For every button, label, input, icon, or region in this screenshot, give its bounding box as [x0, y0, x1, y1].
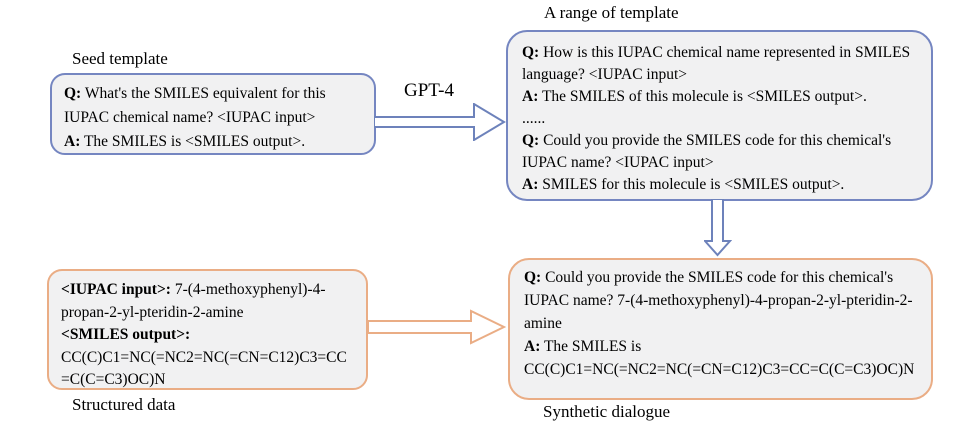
structured-smiles-key: <SMILES output>:	[61, 326, 191, 343]
range-question-2-prefix: Q:	[522, 132, 540, 149]
synthetic-answer-smiles: CC(C)C1=NC(=NC2=NC(=CN=C12)C3=CC=C(C=C3)…	[524, 361, 915, 378]
ellipsis-dots: ......	[522, 110, 546, 127]
synthetic-question-text: Could you provide the SMILES code for th…	[524, 269, 913, 332]
structured-iupac-entry: <IUPAC input>: 7-(4-methoxyphenyl)-4-pro…	[61, 279, 354, 324]
synthetic-question: Q: Could you provide the SMILES code for…	[524, 266, 917, 335]
seed-answer-text: The SMILES is <SMILES output>.	[80, 133, 306, 150]
structured-smiles-entry: <SMILES output>: CC(C)C1=NC(=NC2=NC(=CN=…	[61, 324, 354, 392]
range-question-2: Q: Could you provide the SMILES code for…	[522, 130, 917, 174]
synthetic-answer-text: The SMILES is	[540, 338, 642, 355]
range-question-1-text: How is this IUPAC chemical name represen…	[522, 44, 911, 83]
seed-template-box: Q: What's the SMILES equivalent for this…	[50, 73, 376, 155]
range-answer-2-prefix: A:	[522, 176, 539, 193]
arrow-right-icon	[374, 103, 506, 141]
range-question-1-prefix: Q:	[522, 44, 540, 61]
seed-template-label: Seed template	[72, 49, 168, 68]
range-answer-1: A: The SMILES of this molecule is <SMILE…	[522, 86, 917, 108]
synthetic-question-prefix: Q:	[524, 269, 542, 286]
structured-smiles-value: CC(C)C1=NC(=NC2=NC(=CN=C12)C3=CC=C(C=C3)…	[61, 348, 347, 389]
synthetic-dialogue-box: Q: Could you provide the SMILES code for…	[508, 258, 933, 400]
synthetic-dialogue-label: Synthetic dialogue	[543, 402, 671, 421]
range-question-2-text: Could you provide the SMILES code for th…	[522, 132, 892, 171]
range-of-template-box: Q: How is this IUPAC chemical name repre…	[506, 30, 933, 201]
range-answer-2: A: SMILES for this molecule is <SMILES o…	[522, 174, 917, 196]
synthetic-answer-prefix: A:	[524, 338, 541, 355]
arrow-right-icon	[368, 309, 506, 345]
gpt4-label: GPT-4	[404, 80, 454, 101]
structured-data-box: <IUPAC input>: 7-(4-methoxyphenyl)-4-pro…	[47, 269, 368, 390]
range-answer-1-prefix: A:	[522, 88, 539, 105]
seed-question: Q: What's the SMILES equivalent for this…	[64, 82, 363, 130]
seed-question-text: What's the SMILES equivalent for this IU…	[64, 85, 326, 126]
structured-iupac-key: <IUPAC input>:	[61, 281, 171, 298]
range-of-template-label: A range of template	[544, 3, 679, 22]
range-question-1: Q: How is this IUPAC chemical name repre…	[522, 42, 917, 86]
synthetic-answer: A: The SMILES is CC(C)C1=NC(=NC2=NC(=CN=…	[524, 335, 917, 381]
structured-data-label: Structured data	[72, 395, 176, 414]
arrow-down-icon	[704, 199, 732, 257]
seed-answer-prefix: A:	[64, 133, 81, 150]
seed-answer: A: The SMILES is <SMILES output>.	[64, 130, 363, 154]
range-answer-1-text: The SMILES of this molecule is <SMILES o…	[538, 88, 867, 105]
seed-question-prefix: Q:	[64, 85, 82, 102]
structured-iupac-value: 7-(4-methoxyphenyl)-4-propan-2-yl-pterid…	[61, 281, 326, 321]
ellipsis-text: ......	[522, 108, 917, 130]
range-answer-2-text: SMILES for this molecule is <SMILES outp…	[538, 176, 845, 193]
